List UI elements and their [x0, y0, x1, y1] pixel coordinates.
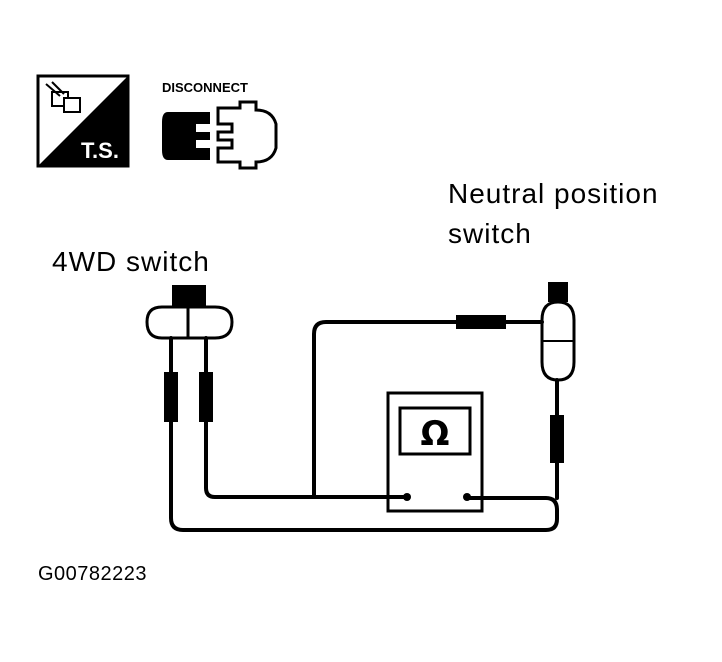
ts-test-icon: T.S. [36, 74, 130, 168]
probe-neutral-vertical [550, 415, 564, 463]
wires [169, 320, 559, 532]
ts-badge-text: T.S. [81, 138, 119, 163]
probe-4wd-left [164, 372, 178, 422]
connector-female-icon [216, 100, 278, 170]
wire-neutral-to-meter [312, 320, 544, 499]
wire-4wd-to-neutral [169, 336, 559, 532]
probe-sleeves [164, 315, 564, 463]
4wd-switch-label: 4WD switch [52, 246, 210, 277]
probe-4wd-right [199, 372, 213, 422]
neutral-switch-label-line1: Neutral position [448, 178, 659, 209]
neutral-switch-label-line2: switch [448, 218, 532, 249]
figure-id: G00782223 [38, 563, 148, 585]
connector-glyph-icon [45, 81, 81, 113]
disconnect-connector-icon: DISCONNECT [162, 80, 278, 170]
disconnect-text: DISCONNECT [162, 80, 248, 95]
ohm-symbol: Ω [421, 414, 450, 454]
ohmmeter: Ω [386, 391, 484, 513]
connector-male-icon [162, 112, 210, 160]
4wd-switch-connector [145, 285, 234, 340]
neutral-switch-connector [540, 282, 576, 382]
wire-4wd-to-meter [204, 336, 409, 499]
probe-neutral-horizontal [456, 315, 506, 329]
